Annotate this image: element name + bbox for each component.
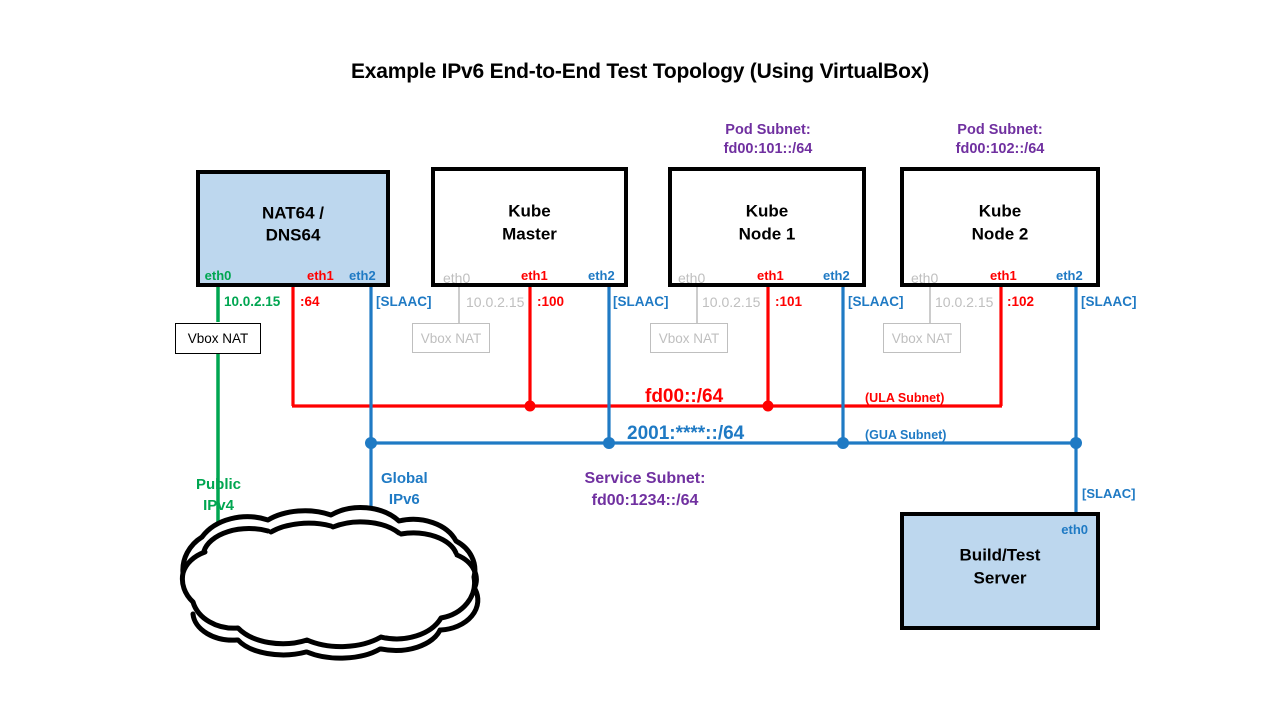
gua-junction-nat64 [365, 437, 377, 449]
node2-pod-subnet-label: Pod Subnet: fd00:102::/64 [955, 122, 1045, 157]
node2-eth2-address: [SLAAC] [1081, 294, 1137, 309]
node1-eth1-address: :101 [775, 294, 803, 309]
node-nat64[interactable]: NAT64 / DNS64 [196, 170, 390, 287]
master-eth1-address: :100 [537, 294, 565, 309]
node1-vbox-nat-box: Vbox NAT [650, 323, 728, 353]
page-title: Example IPv6 End-to-End Test Topology (U… [350, 60, 930, 83]
node1-eth0-label: eth0 [678, 270, 706, 286]
node1-eth2-label: eth2 [823, 268, 850, 283]
nat64-eth2-label: eth2 [349, 268, 376, 283]
gua-subnet-prefix: 2001:****::/64 [627, 423, 745, 444]
node-build-test-server[interactable]: eth0 Build/Test Server [900, 512, 1100, 630]
node1-eth1-label: eth1 [757, 268, 784, 283]
nat64-vbox-nat-box: Vbox NAT [175, 323, 261, 354]
nat64-eth0-label: eth0 [204, 268, 232, 283]
node2-eth0-address: 10.0.2.15 [935, 294, 994, 310]
nat64-eth0-address: 10.0.2.15 [224, 294, 281, 309]
public-ipv4-label: Public IPv4 [196, 476, 242, 514]
service-subnet-label: Service Subnet: fd00:1234::/64 [584, 470, 706, 509]
master-eth1-label: eth1 [521, 268, 548, 283]
master-eth2-label: eth2 [588, 268, 615, 283]
master-eth0-address: 10.0.2.15 [466, 294, 525, 310]
buildtest-eth0-label: eth0 [1061, 522, 1088, 537]
gua-subnet-note: (GUA Subnet) [865, 428, 947, 442]
nat64-eth1-address: :64 [300, 294, 320, 309]
node2-vbox-nat-box: Vbox NAT [883, 323, 961, 353]
nat64-eth1-label: eth1 [307, 268, 334, 283]
internet-cloud [179, 505, 481, 661]
node-kube-node-1[interactable]: Kube Node 1 [668, 167, 866, 287]
node1-eth2-address: [SLAAC] [848, 294, 904, 309]
node-kube-master-label: Kube Master [502, 201, 557, 244]
node1-eth0-address: 10.0.2.15 [702, 294, 761, 310]
node-kube-master[interactable]: Kube Master [431, 167, 628, 287]
node-nat64-label: NAT64 / DNS64 [261, 202, 325, 245]
node2-eth1-label: eth1 [990, 268, 1017, 283]
ula-subnet-prefix: fd00::/64 [645, 386, 724, 407]
node-kube-node-2-label: Kube Node 2 [971, 201, 1029, 244]
ula-junction-node1 [762, 400, 774, 412]
gua-junction-master [603, 437, 615, 449]
master-vbox-nat-box: Vbox NAT [412, 323, 490, 353]
node2-eth1-address: :102 [1007, 294, 1035, 309]
node2-eth2-label: eth2 [1056, 268, 1083, 283]
node1-pod-subnet-label: Pod Subnet: fd00:101::/64 [723, 122, 813, 157]
node-build-test-server-label: Build/Test Server [959, 545, 1041, 588]
buildtest-slaac-label: [SLAAC] [1082, 486, 1136, 501]
master-eth0-label: eth0 [443, 270, 471, 286]
ula-subnet-note: (ULA Subnet) [865, 391, 945, 405]
node-kube-node-1-label: Kube Node 1 [738, 201, 796, 244]
gua-junction-node2 [1070, 437, 1082, 449]
nat64-eth2-address: [SLAAC] [376, 294, 432, 309]
node-kube-node-2[interactable]: Kube Node 2 [900, 167, 1100, 287]
node2-eth0-label: eth0 [911, 270, 939, 286]
global-ipv6-label: Global IPv6 [381, 470, 428, 508]
master-eth2-address: [SLAAC] [613, 294, 669, 309]
gua-junction-node1 [837, 437, 849, 449]
ula-junction-master [524, 400, 536, 412]
